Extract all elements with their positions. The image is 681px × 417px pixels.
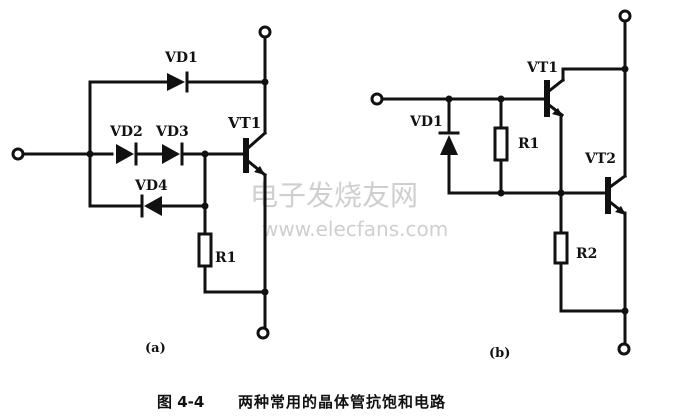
a-label-vt1: VT1 xyxy=(227,114,261,132)
b-sublabel: (b) xyxy=(489,346,510,361)
caption-prefix: 图 4-4 xyxy=(157,393,204,411)
b-r1-resistor xyxy=(493,126,509,162)
caption-text: 两种常用的晶体管抗饱和电路 xyxy=(238,393,446,411)
circuit-b: VD1 R1 VT1 VT2 R2 (b) xyxy=(370,9,632,361)
a-vd1-diode xyxy=(167,73,185,91)
b-r2-resistor xyxy=(553,231,569,265)
a-label-vd4: VD4 xyxy=(134,178,168,194)
a-label-vd2: VD2 xyxy=(109,124,143,140)
circuit-a: VD1 VD2 VD3 VD4 VT1 R1 (a) xyxy=(11,25,272,356)
a-label-vd1: VD1 xyxy=(164,50,198,66)
b-label-vd1: VD1 xyxy=(409,114,443,130)
b-vd1-diode xyxy=(440,135,458,155)
b-collector-terminal xyxy=(618,9,632,23)
b-label-r2: R2 xyxy=(576,246,597,262)
a-vd4-diode xyxy=(144,196,162,216)
a-label-r1: R1 xyxy=(215,250,236,266)
a-emitter-terminal xyxy=(256,326,270,340)
a-vd2-diode xyxy=(116,144,134,164)
a-input-terminal xyxy=(11,147,25,161)
watermark-url: www.elecfans.com xyxy=(262,217,448,241)
b-label-r1: R1 xyxy=(518,136,539,152)
a-label-vd3: VD3 xyxy=(155,124,189,140)
b-label-vt1: VT1 xyxy=(526,60,558,76)
a-vd3-diode xyxy=(162,144,180,164)
b-input-terminal xyxy=(370,92,384,106)
a-r1-resistor xyxy=(197,232,213,268)
b-emitter-terminal xyxy=(617,342,631,356)
a-sublabel: (a) xyxy=(145,341,166,356)
a-collector-terminal xyxy=(258,25,272,39)
watermark-cn: 电子发烧友网 xyxy=(250,179,418,212)
b-label-vt2: VT2 xyxy=(584,151,616,167)
